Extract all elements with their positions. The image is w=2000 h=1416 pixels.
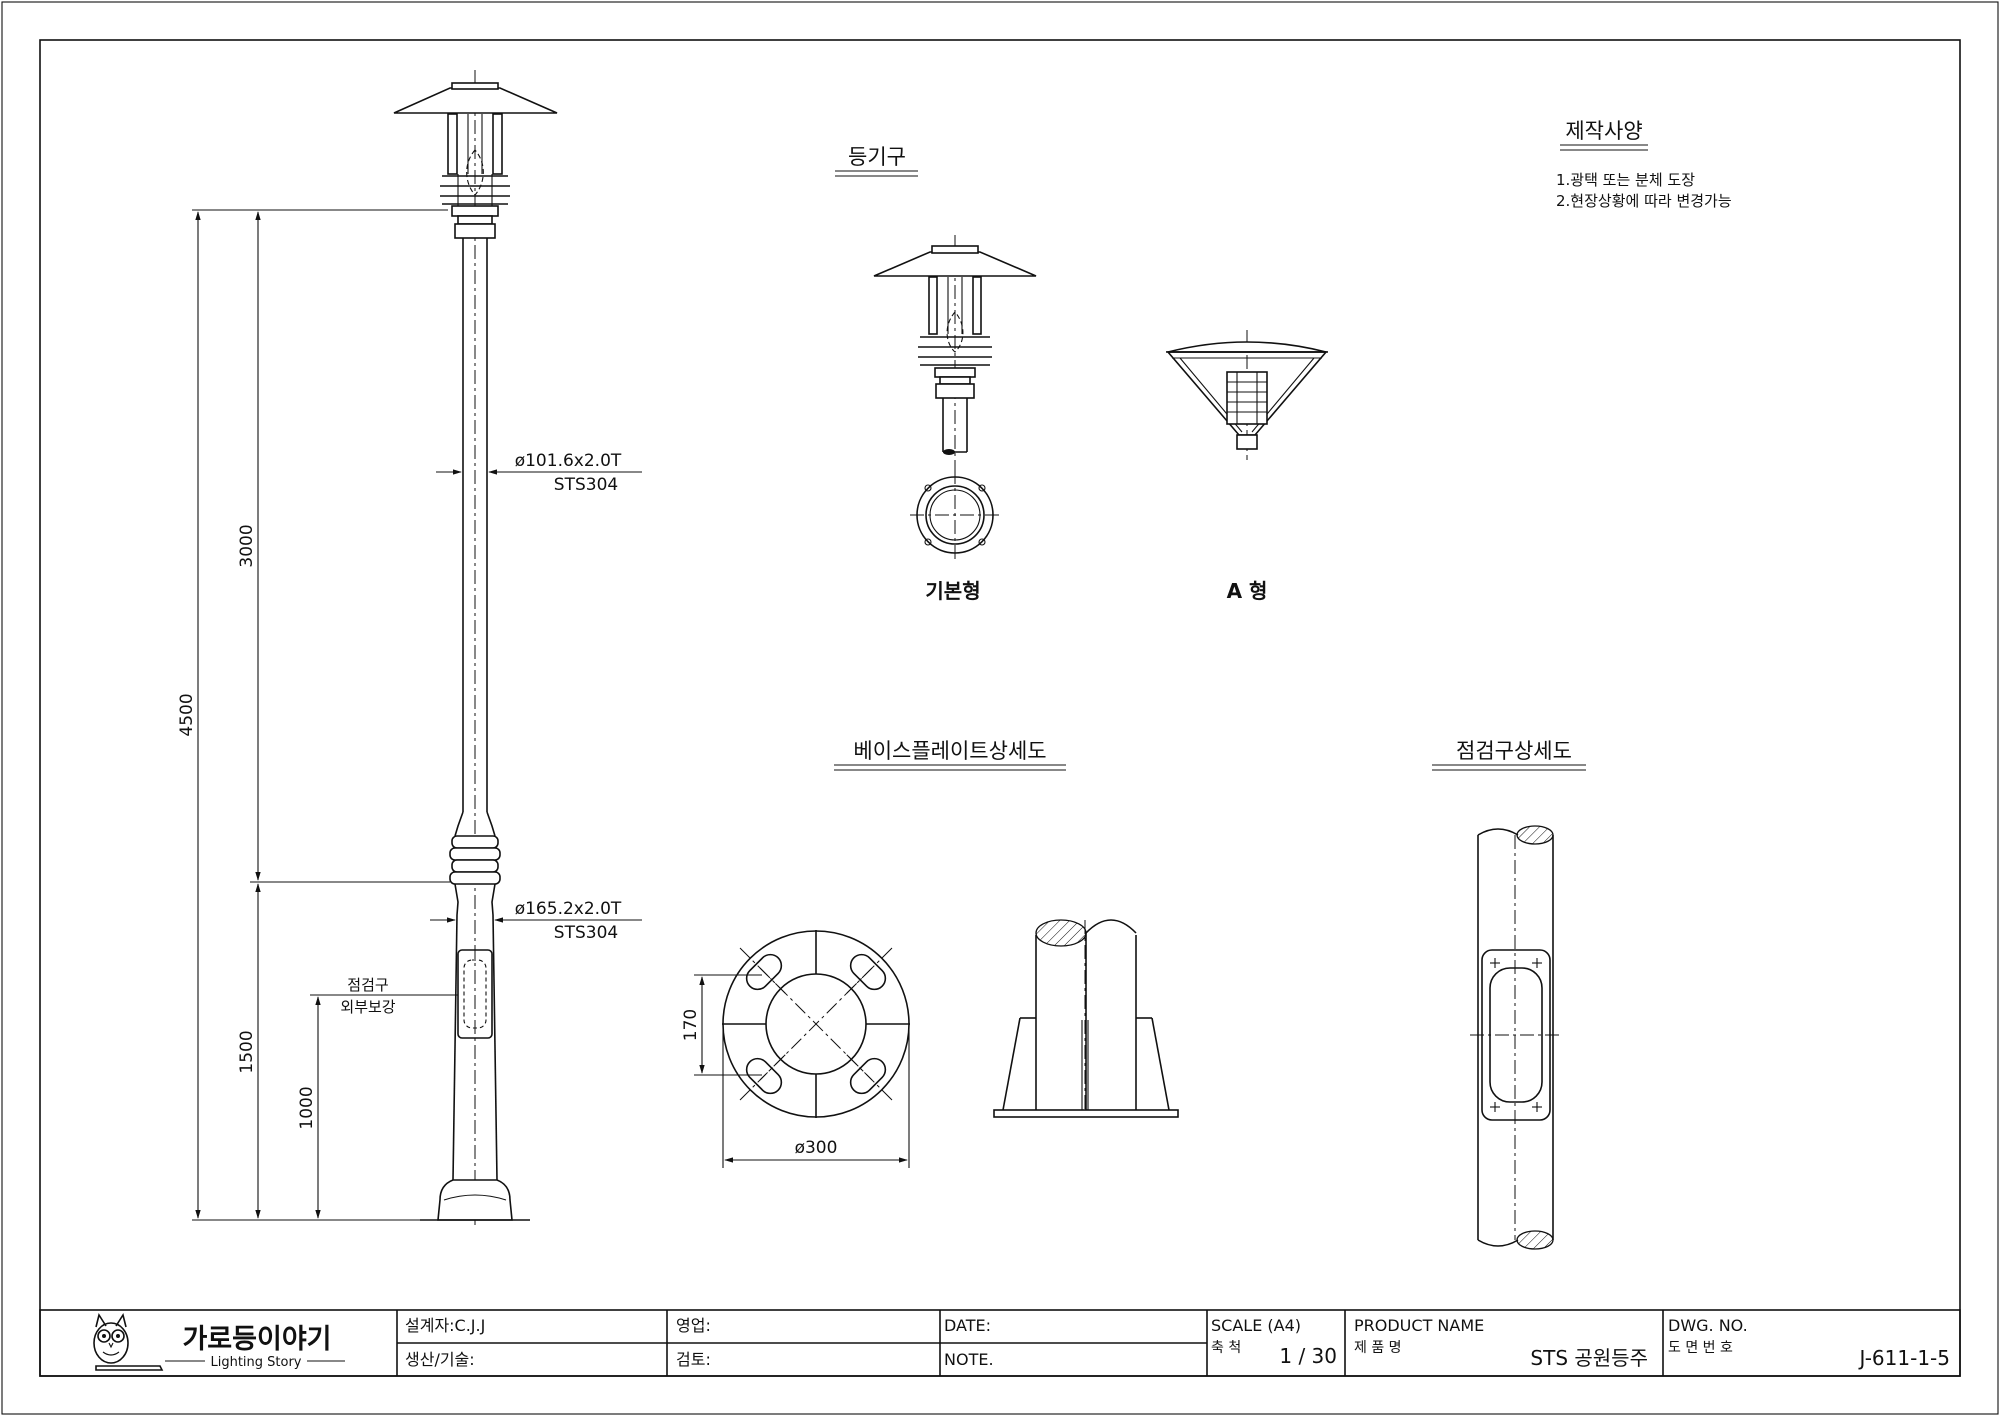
inner-frame — [39, 39, 1961, 1377]
dim-1500: 1500 — [237, 1030, 257, 1073]
type-a-fixture — [1166, 330, 1328, 460]
product-value: STS 공원등주 — [1530, 1346, 1648, 1370]
scale-kr: 축 척 — [1211, 1340, 1241, 1356]
dim-170: 170 — [681, 1009, 701, 1041]
fixture-title: 등기구 — [848, 145, 906, 169]
upper-pipe-spec: ø101.6x2.0T — [515, 451, 622, 471]
upper-pipe-material: STS304 — [554, 475, 618, 495]
production-field: 생산/기술: — [405, 1350, 475, 1369]
designer-field: 설계자:C.J.J — [405, 1316, 485, 1335]
basic-fixture — [873, 235, 1037, 470]
baseplate-plan — [694, 930, 910, 1168]
inspection-detail — [1470, 825, 1562, 1250]
dwg-kr: 도 면 번 호 — [1668, 1340, 1733, 1356]
type-a-label: A 형 — [1227, 579, 1268, 603]
inspection-title: 점검구상세도 — [1456, 739, 1572, 763]
lower-pipe-spec: ø165.2x2.0T — [515, 899, 622, 919]
spec-line-1: 1.광택 또는 분체 도장 — [1556, 171, 1695, 189]
scale-label: SCALE (A4) — [1211, 1316, 1301, 1335]
dim-300: ø300 — [795, 1138, 838, 1158]
pole-elevation — [393, 70, 558, 1225]
dim-3000: 3000 — [237, 524, 257, 567]
dwg-label: DWG. NO. — [1668, 1316, 1748, 1335]
lower-pipe-material: STS304 — [554, 923, 618, 943]
sales-field: 영업: — [676, 1316, 711, 1335]
basic-label: 기본형 — [925, 579, 980, 603]
baseplate-title: 베이스플레이트상세도 — [853, 739, 1046, 763]
company-name: 가로등이야기 — [182, 1324, 331, 1355]
title-block — [39, 1309, 1961, 1377]
product-label: PRODUCT NAME — [1354, 1316, 1484, 1335]
inspection-callout: 점검구 — [347, 976, 388, 994]
spec-line-2: 2.현장상황에 따라 변경가능 — [1556, 192, 1732, 210]
product-kr: 제 품 명 — [1354, 1340, 1402, 1356]
scale-value: 1 / 30 — [1279, 1344, 1337, 1368]
pole-dimensions — [192, 209, 642, 1221]
spec-title: 제작사양 — [1565, 119, 1642, 143]
reinforce-callout: 외부보강 — [340, 998, 395, 1016]
company-sub: Lighting Story — [210, 1355, 301, 1370]
note-field: NOTE. — [944, 1350, 994, 1369]
dim-4500: 4500 — [177, 693, 197, 736]
review-field: 검토: — [676, 1350, 711, 1369]
baseplate-section — [993, 919, 1179, 1118]
dim-1000: 1000 — [297, 1086, 317, 1129]
owl-logo-icon — [93, 1312, 164, 1371]
date-field: DATE: — [944, 1316, 991, 1335]
dwg-value: J-611-1-5 — [1858, 1346, 1950, 1370]
basic-fixture-plan — [910, 470, 1000, 560]
